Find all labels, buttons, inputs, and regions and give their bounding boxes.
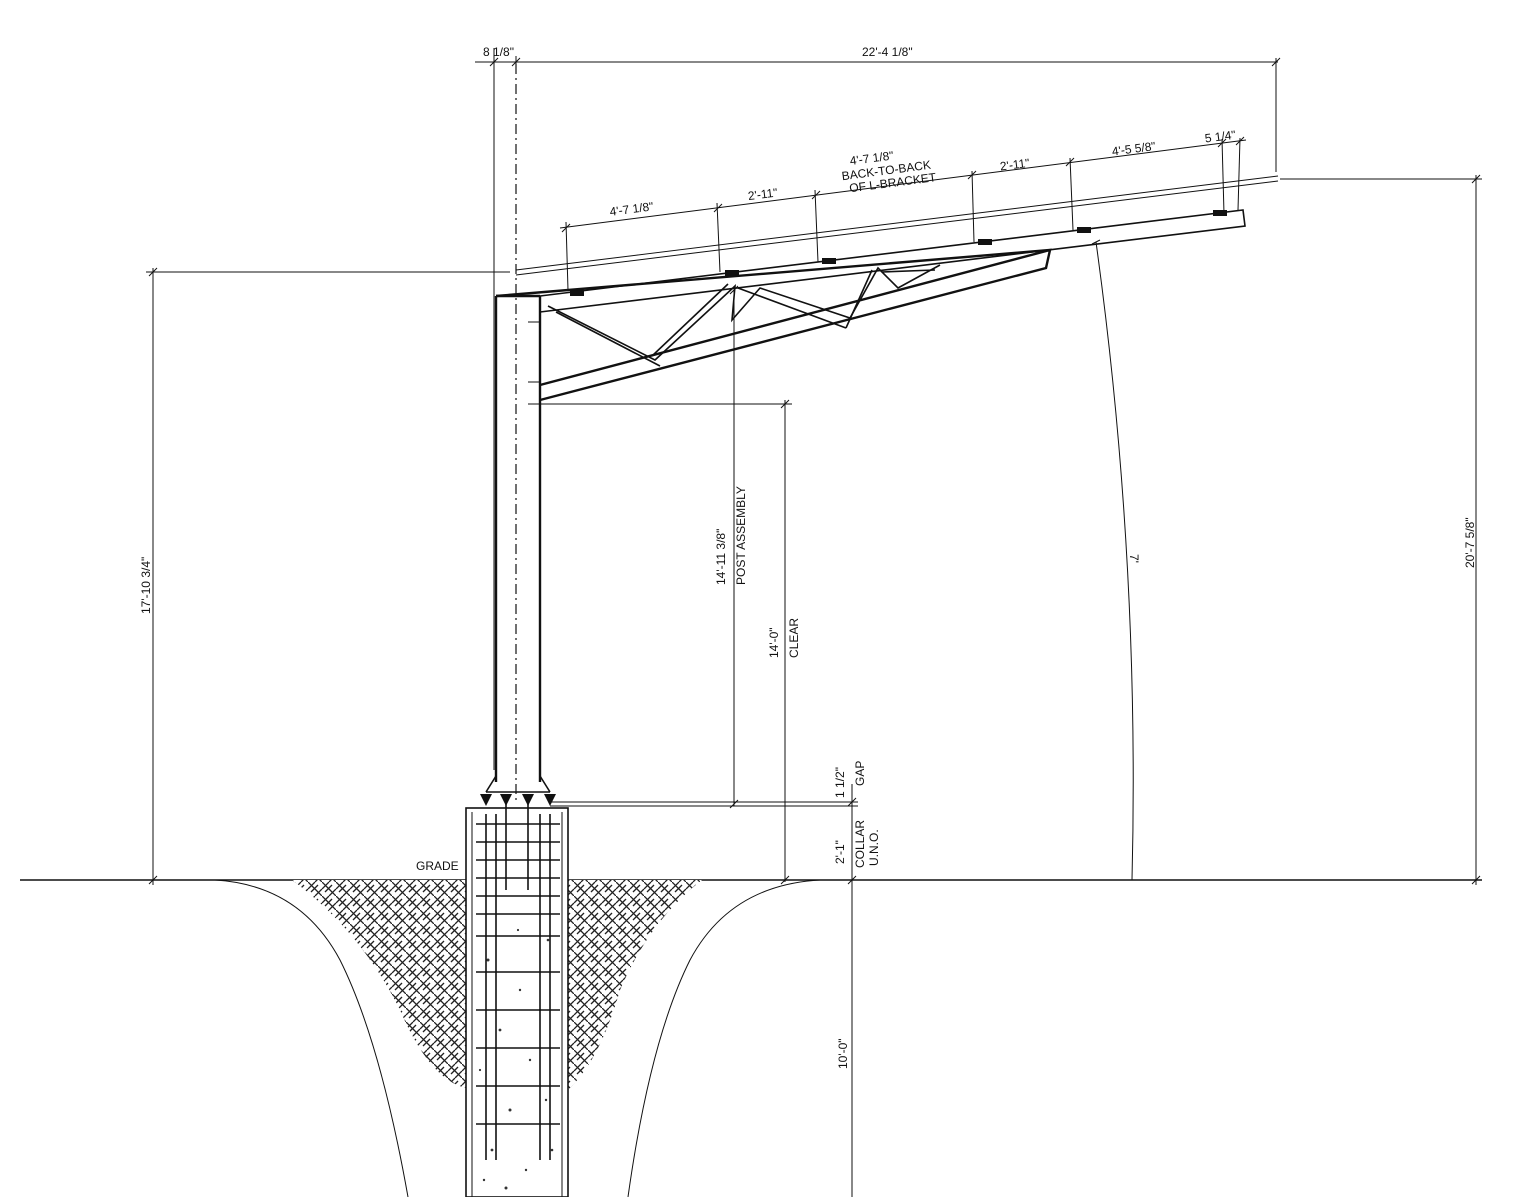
- gap-dim: 1 1/2": [833, 767, 847, 798]
- left-height-dim: 17'-10 3/4": [139, 557, 153, 614]
- collar-dim: 2'-1": [833, 840, 847, 864]
- concrete-pier: [465, 794, 569, 1197]
- segment-6-dim: 5 1/4": [1204, 128, 1236, 146]
- arc-radius-dim: 7': [1127, 554, 1141, 563]
- grade-line: GRADE: [20, 859, 1482, 881]
- grade-label: GRADE: [416, 859, 459, 873]
- segment-2-dim: 2'-11": [747, 185, 778, 203]
- top-dimensions: 8 1/8" 22'-4 1/8": [475, 45, 1281, 770]
- left-height-dimension: 17'-10 3/4": [139, 267, 510, 885]
- gap-collar-dimensions: 1 1/2" GAP 2'-1" COLLAR U.N.O. 10'-0": [550, 761, 881, 1197]
- right-height-dimension: 20'-7 5/8": [1280, 174, 1482, 885]
- gap-label: GAP: [853, 761, 867, 786]
- clear-height-dim: 14'-0": [767, 627, 781, 658]
- post-offset-dim: 8 1/8": [483, 45, 514, 59]
- anchor-bolts: [480, 794, 556, 806]
- l-bracket-clips: [570, 210, 1227, 296]
- post-assembly-dim: 14'-11 3/8": [714, 529, 728, 585]
- overall-width-dim: 22'-4 1/8": [862, 45, 913, 59]
- collar-label-2: U.N.O.: [867, 829, 881, 866]
- segment-3-dim: 4'-7 1/8": [849, 148, 894, 168]
- right-height-dim: 20'-7 5/8": [1463, 517, 1477, 568]
- foundation-depth-dim: 10'-0": [836, 1038, 850, 1069]
- segment-5-dim: 4'-5 5/8": [1111, 139, 1156, 159]
- swing-radius-arc: 7': [1091, 239, 1141, 881]
- collar-label-1: COLLAR: [853, 820, 867, 868]
- panel-segment-dimensions: 4'-7 1/8" 2'-11" 4'-7 1/8" BACK-TO-BACK …: [559, 128, 1247, 291]
- rebar-ties: [476, 823, 560, 1125]
- solar-panel-assembly: [515, 175, 1279, 313]
- post-assembly-dimension: 14'-11 3/8" POST ASSEMBLY: [714, 285, 748, 809]
- roof-truss: [495, 248, 1052, 405]
- clear-height-dimension: 14'-0" CLEAR: [540, 399, 801, 885]
- post-assembly-label: POST ASSEMBLY: [734, 486, 748, 585]
- steel-post: [485, 294, 551, 793]
- excavation: [214, 879, 821, 1197]
- segment-4-dim: 2'-11": [999, 156, 1030, 174]
- clear-height-label: CLEAR: [787, 618, 801, 658]
- vertical-rebar: [485, 800, 551, 1160]
- segment-1-dim: 4'-7 1/8": [609, 199, 654, 219]
